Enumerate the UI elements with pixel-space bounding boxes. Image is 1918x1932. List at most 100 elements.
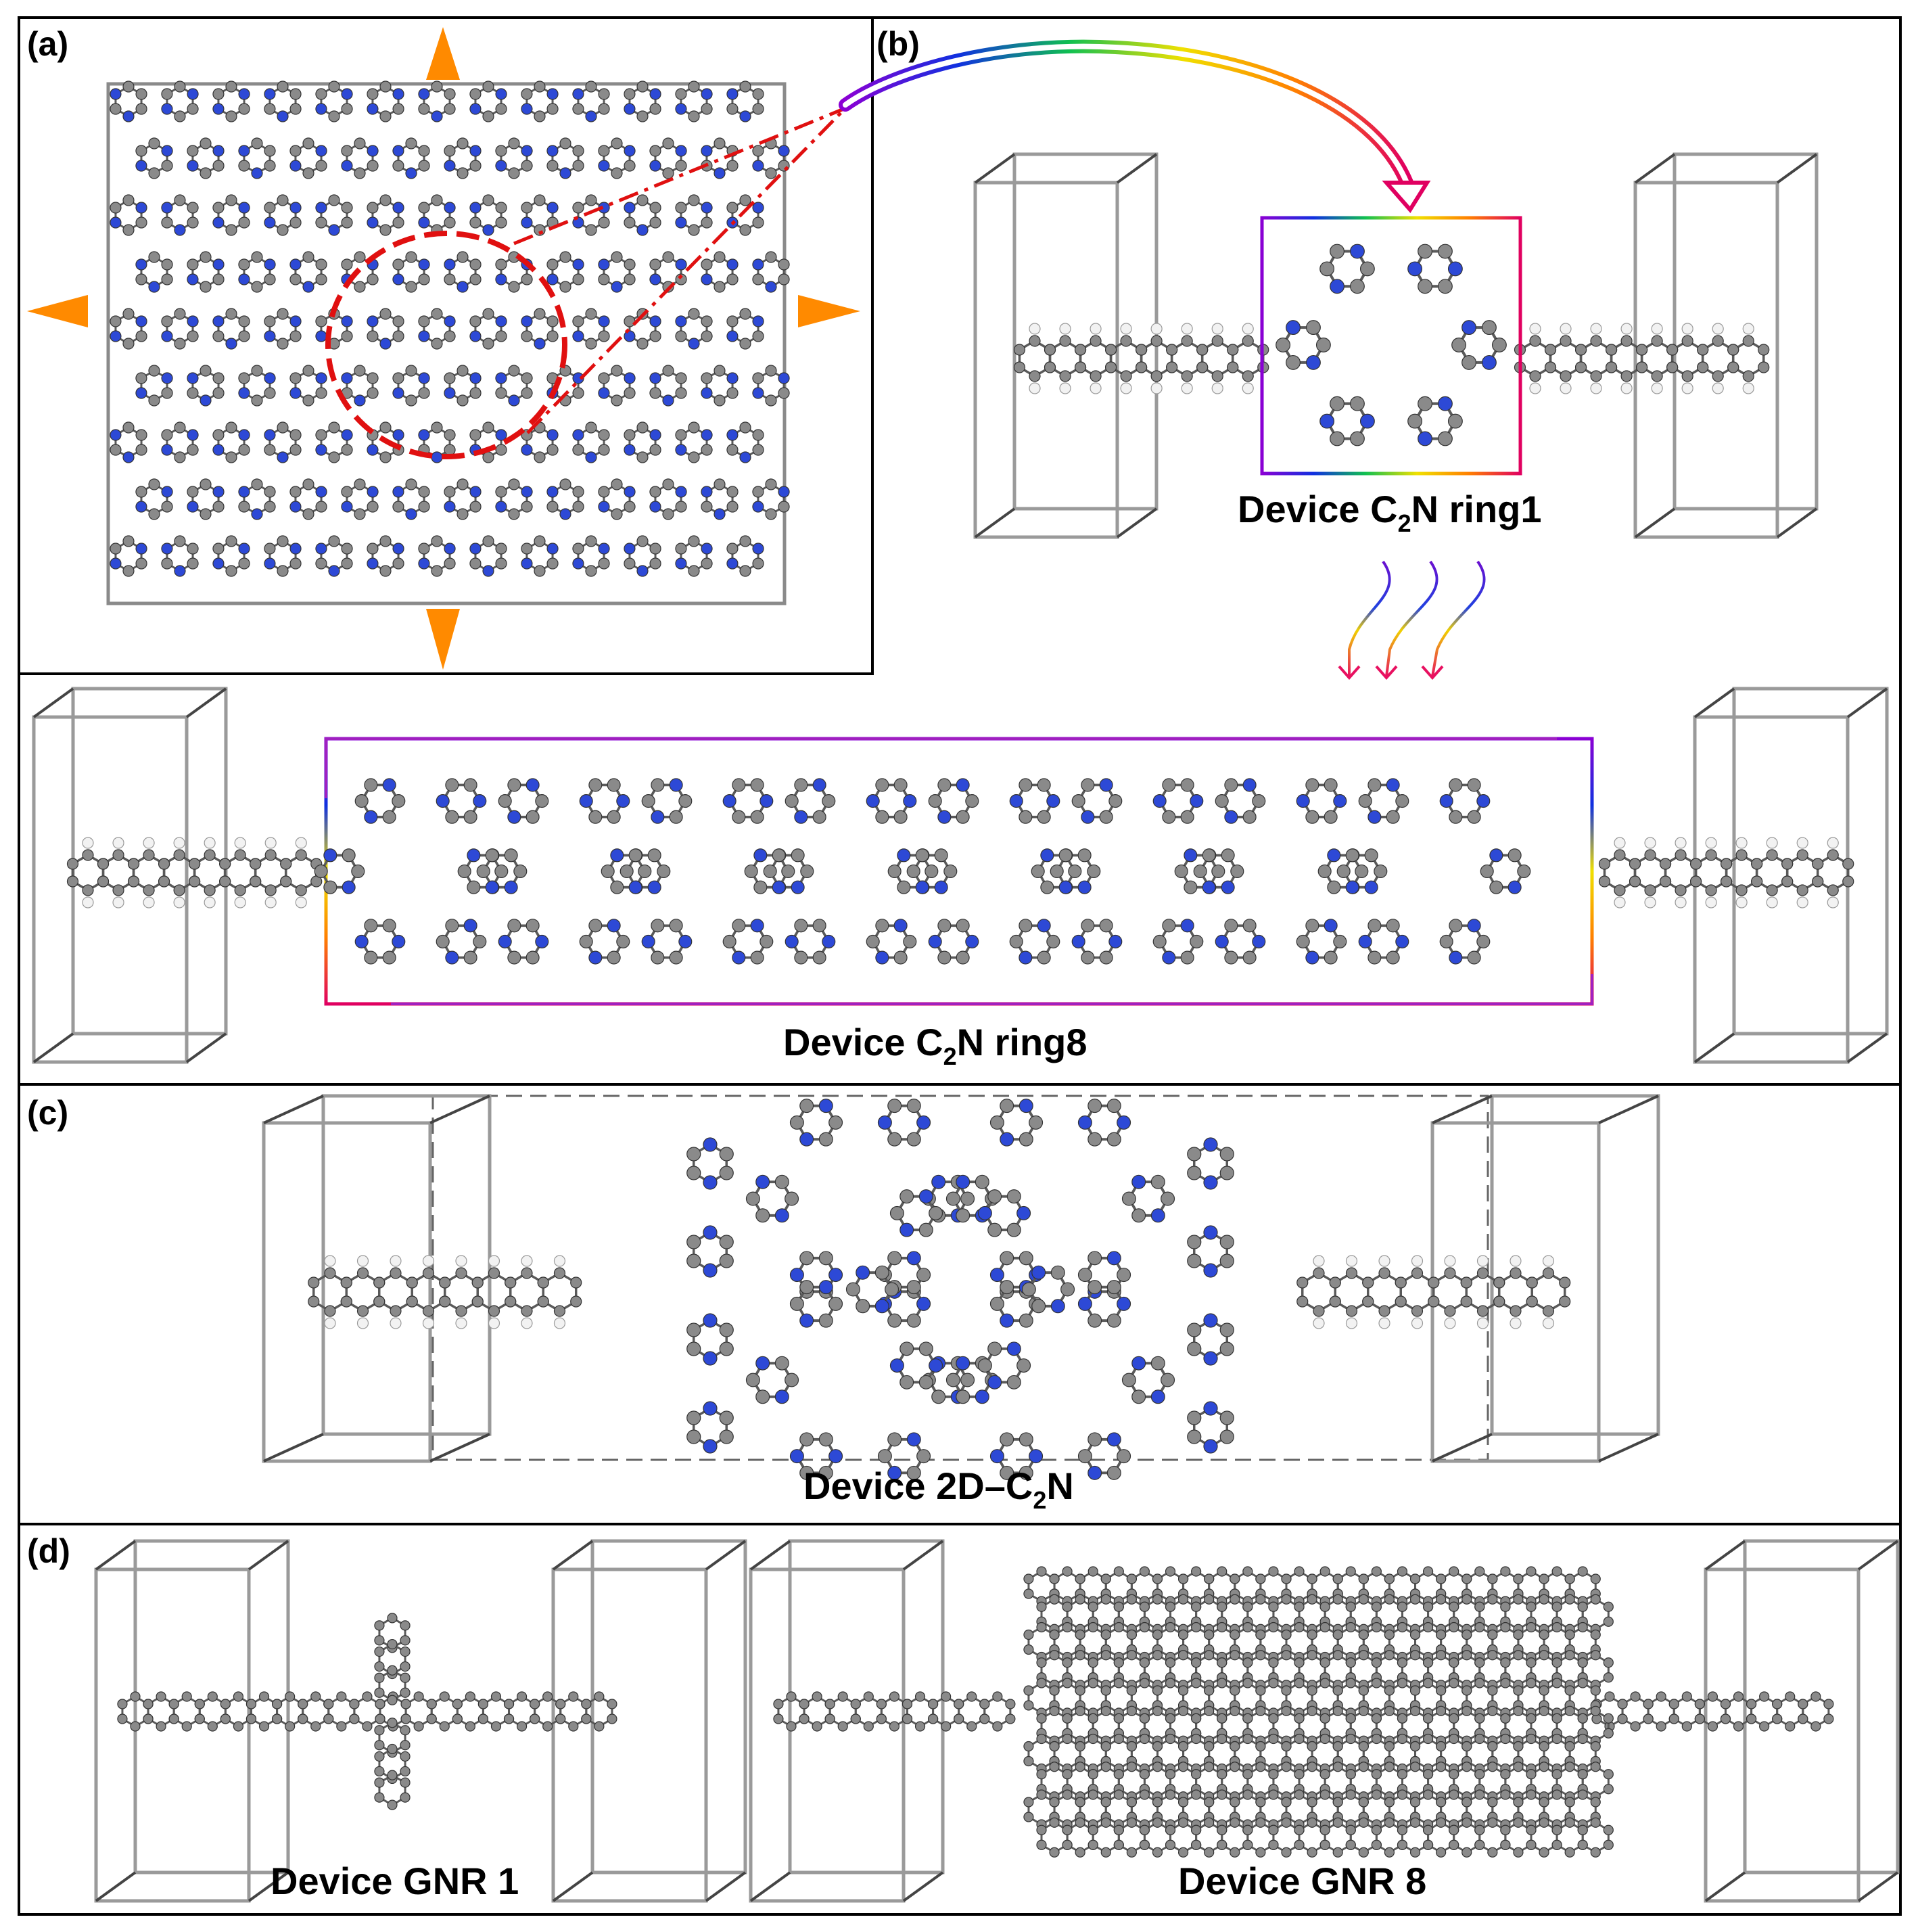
atom-C [1345, 1657, 1356, 1668]
atom-C [1358, 1741, 1369, 1752]
atom-C [277, 224, 289, 236]
atom-C [382, 810, 396, 824]
atom-N [367, 486, 379, 498]
atom-C [374, 1740, 385, 1751]
atom-N [1449, 950, 1463, 965]
atom-C [264, 849, 277, 861]
atom-C [323, 880, 337, 894]
atom-N [469, 330, 482, 342]
atom-C [675, 372, 687, 384]
atom-C [289, 486, 302, 498]
atom-C [444, 429, 456, 441]
atom-C [794, 919, 808, 933]
atom-C [503, 1714, 515, 1724]
atom-H [1542, 1255, 1555, 1267]
atom-C [773, 1699, 784, 1709]
atom-C [937, 950, 952, 965]
atom-C [174, 338, 186, 350]
atom-C [1395, 794, 1409, 808]
atom-C [374, 1620, 385, 1631]
atom-N [906, 1251, 921, 1266]
atom-N [1476, 794, 1491, 808]
atom-C [1104, 344, 1117, 356]
atom-C [1036, 1789, 1047, 1800]
atom-C [1068, 864, 1082, 879]
atom-C [918, 1375, 933, 1389]
atom-C [1023, 1588, 1034, 1599]
atom-C [1294, 1789, 1305, 1800]
atom-C [774, 1356, 789, 1371]
atom-C [1204, 1594, 1215, 1605]
atom-C [1313, 1267, 1325, 1279]
atom-C [340, 1295, 352, 1308]
atom-C [1023, 1644, 1034, 1655]
atom-N [341, 160, 353, 172]
atom-C [1136, 361, 1148, 373]
atom-C [1191, 1678, 1202, 1688]
atom-C [1386, 810, 1400, 824]
atom-N [579, 794, 593, 808]
atom-C [277, 308, 289, 320]
atom-C [1100, 1705, 1111, 1716]
atom-C [315, 88, 327, 100]
atom-N [1031, 1265, 1046, 1280]
atom-N [367, 315, 379, 327]
atom-C [1307, 1629, 1317, 1640]
atom-C [161, 501, 173, 513]
atom-C [127, 875, 140, 888]
atom-C [927, 1699, 939, 1709]
atom-C [1087, 1769, 1098, 1780]
atom-C [636, 451, 649, 463]
atom-C [1071, 794, 1085, 808]
atom-C [1409, 1650, 1421, 1661]
atom-C [662, 508, 674, 520]
atom-N [225, 338, 237, 350]
atom-C [750, 950, 764, 965]
atom-C [686, 1322, 701, 1337]
atom-C [225, 194, 237, 206]
atom-C [752, 216, 764, 229]
atom-C [719, 1410, 734, 1425]
atom-C [1345, 1305, 1358, 1317]
atom-N [212, 145, 225, 157]
atom-C [918, 1222, 933, 1237]
atom-C [1733, 1721, 1744, 1732]
atom-C [686, 1341, 701, 1356]
panel-label-c: (c) [27, 1094, 68, 1132]
atom-C [156, 1721, 166, 1732]
atom-C [367, 273, 379, 285]
atom-C [649, 330, 661, 342]
atom-C [298, 1714, 308, 1724]
atom-C [1474, 1566, 1485, 1577]
atom-C [1113, 1769, 1124, 1780]
atom-H [1705, 896, 1717, 908]
atom-C [1371, 1733, 1382, 1745]
atom-C [818, 1465, 833, 1480]
atom-C [1219, 1322, 1234, 1337]
atom-C [122, 565, 135, 577]
atom-N [341, 315, 353, 327]
atom-C [362, 1691, 373, 1702]
atom-C [1345, 1839, 1356, 1850]
atom-C [1694, 1714, 1705, 1724]
atom-C [315, 315, 327, 327]
atom-C [945, 1373, 960, 1387]
atom-C [439, 1721, 450, 1732]
atom-C [379, 194, 392, 206]
atom-C [1358, 1573, 1369, 1584]
atom-C [1281, 1762, 1292, 1772]
atom-C [1204, 1741, 1215, 1752]
atom-C [187, 103, 199, 115]
atom-C [1577, 1789, 1588, 1800]
atom-C [927, 1714, 939, 1724]
atom-C [636, 80, 649, 93]
atom-C [200, 365, 212, 377]
atom-C [1219, 1410, 1234, 1425]
atom-C [686, 1410, 701, 1425]
atom-C [1397, 1657, 1408, 1668]
atom-C [649, 387, 661, 399]
atom-C [1230, 1817, 1240, 1828]
atom-C [875, 810, 889, 824]
atom-C [507, 919, 521, 933]
